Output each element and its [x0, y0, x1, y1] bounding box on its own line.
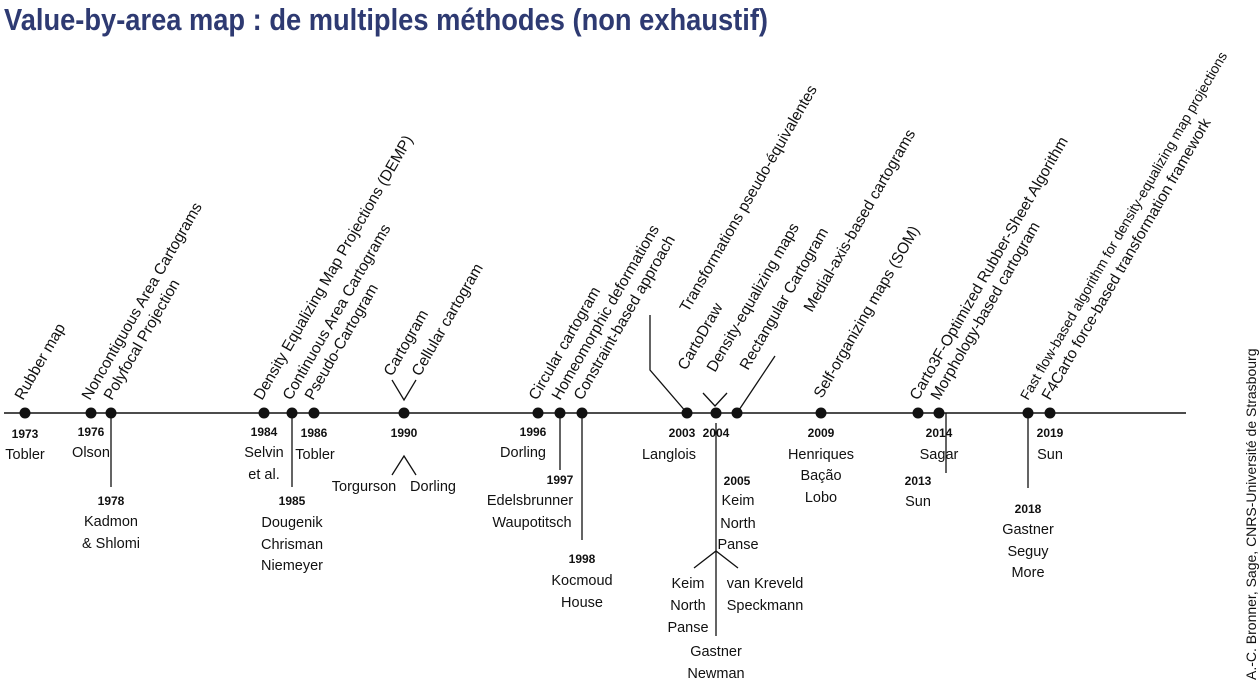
author-label: Kadmon: [84, 514, 138, 530]
year-label: 1985: [279, 494, 306, 508]
author-label: Torgurson: [332, 479, 396, 495]
author-label: & Shlomi: [82, 536, 140, 552]
year-label: 2003: [669, 426, 696, 440]
method-label: Medial-axis-based cartograms: [801, 126, 920, 315]
event-dot: [286, 407, 298, 419]
method-label: Self-organizing maps (SOM): [811, 223, 923, 401]
event-dot: [532, 407, 544, 419]
author-label: Keim: [671, 576, 704, 592]
author-label: Tobler: [295, 447, 335, 463]
event-dot: [1044, 407, 1056, 419]
event-dot: [912, 407, 924, 419]
author-label: North: [670, 598, 705, 614]
connector-line: [649, 315, 688, 414]
event-dot: [105, 407, 117, 419]
author-label: van Kreveld: [727, 576, 804, 592]
year-label: 1990: [391, 426, 418, 440]
year-label: 1984: [251, 425, 278, 439]
year-label: 1986: [301, 426, 328, 440]
author-label: Newman: [687, 666, 744, 682]
year-label: 1978: [98, 494, 125, 508]
event-dot: [681, 407, 693, 419]
event-dot: [576, 407, 588, 419]
event-dot: [308, 407, 320, 419]
event-dot: [710, 407, 722, 419]
method-label: Morphology-based cartogram: [928, 219, 1044, 403]
author-label: Dorling: [500, 445, 546, 461]
year-label: 1976: [78, 425, 105, 439]
year-label: 2009: [808, 426, 835, 440]
author-label: et al.: [248, 467, 279, 483]
event-dot: [258, 407, 270, 419]
author-label: Gastner: [1002, 522, 1054, 538]
year-label: 2004: [703, 426, 730, 440]
year-label: 1973: [12, 427, 39, 441]
author-label: Kocmoud: [551, 573, 612, 589]
event-dot: [731, 407, 743, 419]
year-label: 1997: [547, 473, 574, 487]
method-label: Fast flow-based algorithm for density-eq…: [1017, 49, 1230, 403]
author-label: Speckmann: [727, 598, 804, 614]
author-label: Langlois: [642, 447, 696, 463]
author-label: More: [1011, 565, 1044, 581]
event-dot: [85, 407, 97, 419]
author-label: Tobler: [5, 447, 45, 463]
method-label: Homeomorphic deformations: [549, 222, 663, 403]
author-label: Edelsbrunner: [487, 493, 573, 509]
year-label: 2005: [724, 474, 751, 488]
year-label: 2018: [1015, 502, 1042, 516]
method-label: Rubber map: [12, 321, 69, 403]
author-label: Selvin: [244, 445, 284, 461]
event-dot: [815, 407, 827, 419]
author-label: Sun: [1037, 447, 1063, 463]
connector-line: [736, 355, 776, 414]
author-label: Chrisman: [261, 537, 323, 553]
connector-line: [702, 392, 728, 407]
author-label: Bação: [800, 468, 841, 484]
author-label: Sun: [905, 494, 931, 510]
author-label: Waupotitsch: [492, 515, 571, 531]
author-label: Lobo: [805, 490, 837, 506]
author-label: Henriques: [788, 447, 854, 463]
author-label: Gastner: [690, 644, 742, 660]
year-label: 1996: [520, 425, 547, 439]
author-label: Sagar: [920, 447, 959, 463]
connector-line: [391, 454, 417, 476]
author-label: Panse: [717, 537, 758, 553]
year-label: 2014: [926, 426, 953, 440]
author-label: Keim: [721, 493, 754, 509]
credit-text: A.-C. Bronner, Sage, CNRS-Université de …: [1243, 349, 1259, 680]
author-label: Olson: [72, 445, 110, 461]
method-label: F4Carto force-based transformation frame…: [1039, 115, 1215, 403]
year-label: 1998: [569, 552, 596, 566]
page-title: Value-by-area map : de multiples méthode…: [4, 2, 769, 37]
method-label: Noncontiguous Area Cartograms: [79, 200, 206, 403]
event-dot: [19, 407, 31, 419]
event-dot: [398, 407, 410, 419]
author-label: House: [561, 595, 603, 611]
author-label: Seguy: [1007, 544, 1049, 560]
year-label: 2013: [905, 474, 932, 488]
author-label: Panse: [667, 620, 708, 636]
year-label: 2019: [1037, 426, 1064, 440]
author-label: Dougenik: [261, 515, 323, 531]
connector-line: [693, 550, 739, 569]
author-label: Niemeyer: [261, 558, 323, 574]
event-dot: [554, 407, 566, 419]
event-dot: [933, 407, 945, 419]
author-label: Dorling: [410, 479, 456, 495]
connector-line: [391, 379, 417, 402]
event-dot: [1022, 407, 1034, 419]
author-label: North: [720, 516, 755, 532]
